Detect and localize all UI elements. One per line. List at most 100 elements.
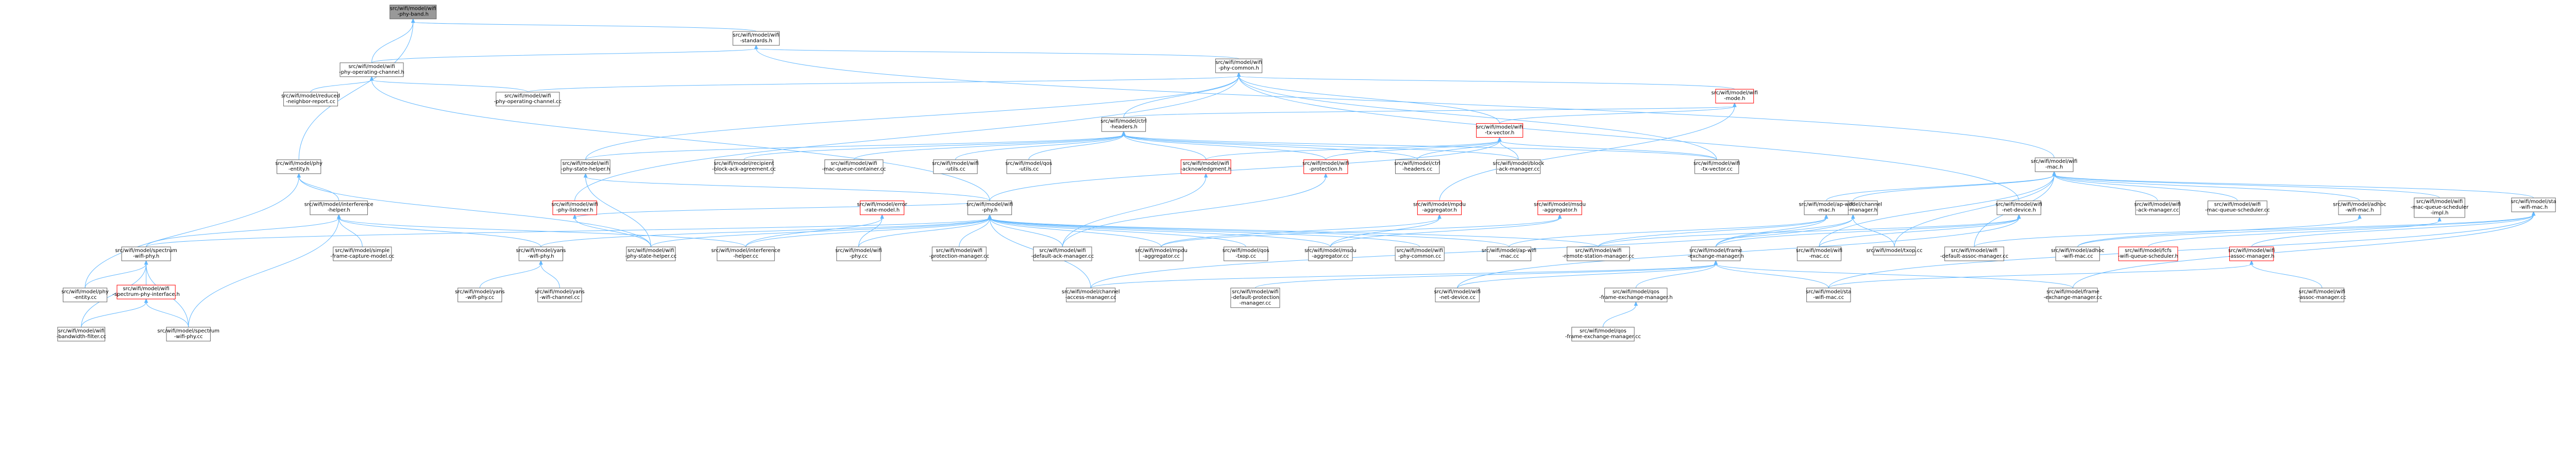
node-msduagg[interactable]: src/wifi/model/msdu-aggregator.h [1534, 201, 1586, 215]
node-box[interactable] [836, 246, 881, 261]
node-phycommon[interactable]: src/wifi/model/wifi-phy-common.h [1215, 58, 1263, 73]
node-box[interactable] [2299, 288, 2345, 303]
node-reduced[interactable]: src/wifi/model/reduced-neighbor-report.c… [281, 92, 340, 107]
node-box[interactable] [2511, 197, 2556, 212]
node-box[interactable] [2338, 201, 2381, 215]
node-box[interactable] [1691, 246, 1741, 261]
node-box[interactable] [2207, 201, 2267, 215]
node-box[interactable] [1567, 246, 1630, 261]
node-box[interactable] [2118, 246, 2178, 261]
node-box[interactable] [1806, 288, 1851, 303]
node-box[interactable] [2048, 288, 2098, 303]
node-macqschedimpl[interactable]: src/wifi/model/wifi-mac-queue-scheduler-… [2411, 197, 2469, 218]
node-box[interactable] [276, 159, 321, 174]
node-box[interactable] [1139, 246, 1184, 261]
node-ctrlcc[interactable]: src/wifi/model/ctrl-headers.cc [1394, 159, 1440, 174]
node-box[interactable] [2055, 246, 2100, 261]
node-box[interactable] [340, 62, 404, 77]
node-box[interactable] [561, 159, 611, 174]
node-msduaggcc[interactable]: src/wifi/model/msdu-aggregator.cc [1304, 246, 1357, 261]
node-box[interactable] [496, 92, 560, 107]
node-txvector[interactable]: src/wifi/model/wifi-tx-vector.h [1476, 123, 1523, 138]
node-txvectorcc[interactable]: src/wifi/model/wifi-tx-vector.cc [1693, 159, 1740, 174]
node-box[interactable] [57, 327, 106, 342]
node-box[interactable] [2414, 197, 2465, 218]
node-root[interactable]: src/wifi/model/wifi-phy-band.h [389, 5, 437, 20]
node-phycommoncc[interactable]: src/wifi/model/wifi-phy-common.cc [1395, 246, 1445, 261]
node-box[interactable] [931, 246, 987, 261]
node-box[interactable] [1006, 159, 1051, 174]
node-adhoch[interactable]: src/wifi/model/adhoc-wifi-mac.h [2333, 201, 2386, 215]
node-phyh[interactable]: src/wifi/model/wifi-phy.h [967, 201, 1013, 215]
node-box[interactable] [717, 246, 775, 261]
node-stamach[interactable]: src/wifi/model/sta-wifi-mac.h [2511, 197, 2556, 212]
node-yansphycc[interactable]: src/wifi/model/yans-wifi-phy.cc [455, 288, 505, 303]
node-box[interactable] [967, 201, 1012, 215]
node-box[interactable] [824, 159, 884, 174]
node-adhoccc[interactable]: src/wifi/model/adhoc-wifi-mac.cc [2051, 246, 2105, 261]
node-box[interactable] [166, 327, 211, 342]
node-netdevcc[interactable]: src/wifi/model/wifi-net-device.cc [1434, 288, 1481, 303]
node-ackmgrcc[interactable]: src/wifi/model/wifi-ack-manager.cc [2134, 201, 2181, 215]
node-box[interactable] [1395, 159, 1440, 174]
node-box[interactable] [62, 288, 108, 303]
node-box[interactable] [121, 246, 171, 261]
node-box[interactable] [1180, 159, 1231, 174]
node-box[interactable] [1215, 58, 1263, 73]
node-interfcc[interactable]: src/wifi/model/interference-helper.cc [711, 246, 781, 261]
node-apmaccc[interactable]: src/wifi/model/ap-wifi-mac.cc [1482, 246, 1536, 261]
node-macm[interactable]: src/wifi/model/wifi-mac.h [2031, 157, 2077, 172]
node-phylistener[interactable]: src/wifi/model/wifi-phy-listener.h [551, 201, 598, 215]
node-box[interactable] [1417, 201, 1462, 215]
node-qostxopcc[interactable]: src/wifi/model/qos-txop.cc [1223, 246, 1269, 261]
node-phycc[interactable]: src/wifi/model/wifi-phy.cc [835, 246, 882, 261]
node-box[interactable] [1537, 201, 1582, 215]
node-box[interactable] [1873, 246, 1916, 256]
node-box[interactable] [1066, 288, 1116, 303]
node-spectrumphycc[interactable]: src/wifi/model/spectrum-wifi-phy.cc [158, 327, 219, 342]
node-macqsched[interactable]: src/wifi/model/wifi-mac-queue-scheduler.… [2205, 201, 2270, 215]
node-chaccesscc[interactable]: src/wifi/model/channel-access-manager.cc [1062, 288, 1120, 303]
node-box[interactable] [1101, 117, 1146, 132]
node-box[interactable] [733, 31, 780, 46]
node-apmac[interactable]: src/wifi/model/ap-wifi-mac.h [1799, 201, 1854, 215]
node-phyentityh[interactable]: src/wifi/model/phy-entity.h [275, 159, 323, 174]
node-defassoc[interactable]: src/wifi/model/wifi-default-assoc-manage… [1940, 246, 2008, 261]
node-yansphyh[interactable]: src/wifi/model/yans-wifi-phy.h [516, 246, 566, 261]
node-box[interactable] [2229, 246, 2274, 261]
node-protection[interactable]: src/wifi/model/wifi-protection.h [1302, 159, 1349, 174]
node-defprotcc[interactable]: src/wifi/model/wifi-default-protection-m… [1230, 288, 1280, 308]
node-txopcc[interactable]: src/wifi/model/txop.cc [1866, 246, 1923, 256]
node-macqcont[interactable]: src/wifi/model/wifi-mac-queue-container.… [822, 159, 886, 174]
node-frameexchcc[interactable]: src/wifi/model/frame-exchange-manager.cc [2044, 288, 2103, 303]
node-box[interactable] [389, 5, 437, 20]
node-box[interactable] [1571, 327, 1635, 342]
node-box[interactable] [1435, 288, 1480, 303]
node-protmgrcc[interactable]: src/wifi/model/wifi-protection-manager.c… [929, 246, 989, 261]
node-mpduagg[interactable]: src/wifi/model/mpdu-aggregator.h [1413, 201, 1466, 215]
node-box[interactable] [1486, 246, 1532, 261]
node-remotestation[interactable]: src/wifi/model/wifi-remote-station-manag… [1563, 246, 1634, 261]
node-standards[interactable]: src/wifi/model/wifi-standards.h [733, 31, 780, 46]
node-box[interactable] [333, 246, 392, 261]
node-box[interactable] [2135, 201, 2180, 215]
node-qosframeh[interactable]: src/wifi/model/qos-frame-exchange-manage… [1599, 288, 1673, 303]
node-assocmgrcc[interactable]: src/wifi/model/wifi-assoc-manager.cc [2298, 288, 2346, 303]
node-box[interactable] [2035, 157, 2074, 172]
node-box[interactable] [1476, 123, 1523, 138]
node-box[interactable] [537, 288, 582, 303]
node-simpleframe[interactable]: src/wifi/model/simple-frame-capture-mode… [330, 246, 394, 261]
node-phyopcc[interactable]: src/wifi/model/wifi-phy-operating-channe… [494, 92, 562, 107]
node-box[interactable] [626, 246, 676, 261]
node-bandwidth[interactable]: src/wifi/model/wifi-bandwidth-filter.cc [57, 327, 106, 342]
node-mode[interactable]: src/wifi/model/wifi-mode.h [1711, 89, 1758, 104]
node-box[interactable] [1496, 159, 1541, 174]
node-frameexch[interactable]: src/wifi/model/frame-exchange-manager.h [1688, 246, 1744, 261]
node-box[interactable] [457, 288, 502, 303]
node-errorrate[interactable]: src/wifi/model/error-rate-model.h [857, 201, 908, 215]
node-qosutils[interactable]: src/wifi/model/qos-utils.cc [1005, 159, 1052, 174]
node-box[interactable] [552, 201, 597, 215]
node-box[interactable] [1694, 159, 1739, 174]
node-spectrumphyh[interactable]: src/wifi/model/spectrum-wifi-phy.h [115, 246, 177, 261]
node-ackman[interactable]: src/wifi/model/wifi-acknowledgment.h [1180, 159, 1231, 174]
